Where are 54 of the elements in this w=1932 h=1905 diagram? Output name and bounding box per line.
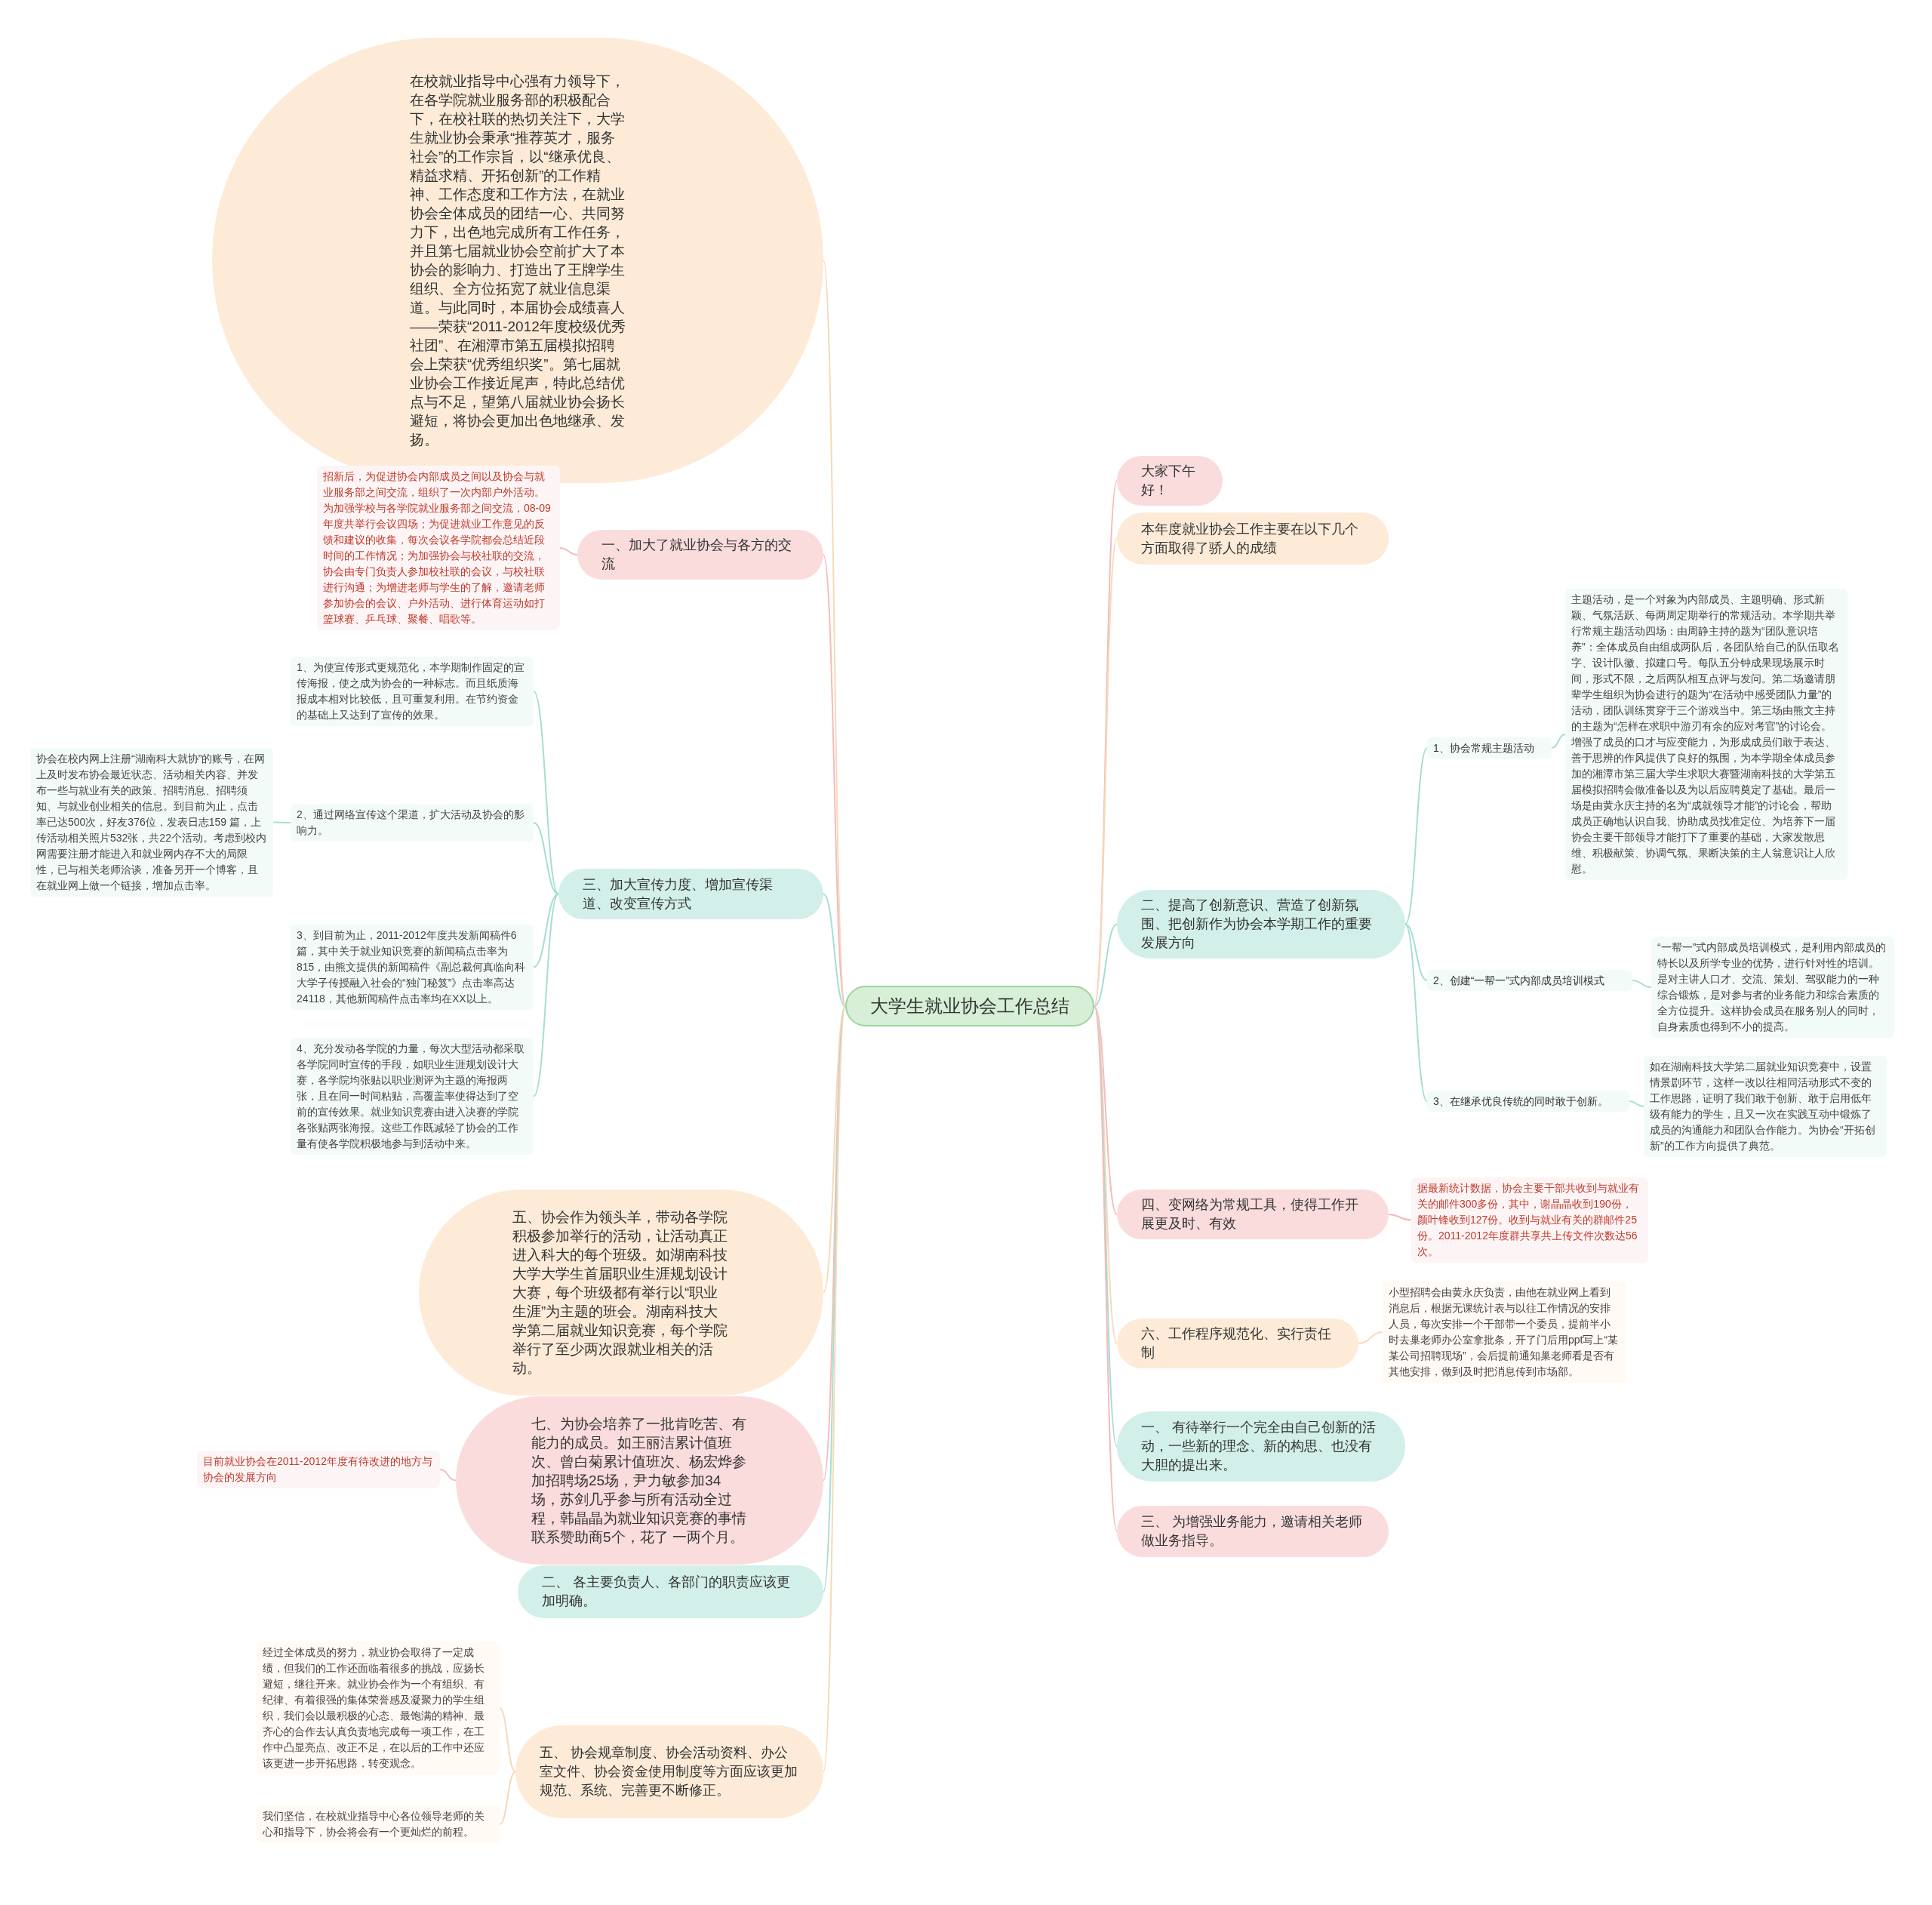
note-text: 2、通过网络宣传这个渠道，扩大活动及协会的影响力。 <box>291 804 534 842</box>
note-text: 我们坚信，在校就业指导中心各位领导老师的关心和指导下，协会将会有一个更灿烂的前程。 <box>257 1805 500 1843</box>
connector-line <box>1388 1214 1412 1221</box>
note-text: 协会在校内网上注册“湖南科大就协”的账号，在网上及时发布协会最近状态、活动相关内容、并发布一些与就业有关的政策、招聘消息、招聘须知、与就业创业相关的信息。到目前为止，点击率已达500次，好友376位，发表日志159 篇，上传活动相关照片532张，共22个活动。考虑到校内网需要注册才能进入和就业网内存不大的局限性，已与相关老师洽谈，准备另开一个博客，且在就业网上做一个链接，增加点击率。 <box>30 748 273 897</box>
connector-line <box>559 547 578 555</box>
note-text: “一帮一”式内部成员培训模式，是利用内部成员的特长以及所学专业的优势，进行针对性的培训。是对主讲人口才、交流、策划、驾驭能力的一种综合锻炼，是对参与者的业务能力和综合素质的全方位提升。这样协会成员在服务别人的同时，自身素质也得到不小的提高。 <box>1651 937 1894 1038</box>
connector-line <box>533 893 559 1097</box>
connector-line <box>1629 1100 1644 1107</box>
topic-bubble: 大家下午好！ <box>1117 456 1223 506</box>
connector-line <box>499 1771 516 1825</box>
note-text: 主题活动，是一个对象为内部成员、主题明确、形式新颖、气氛活跃、每两周定期举行的常规活动。本学期共举行常规主题活动四场：由周静主持的题为“团队意识培养”：全体成员自由组成两队后，各团队给自己的队伍取名字、设计队徽、拟建口号。每队五分钟成果现场展示时间，形式不限，之后两队相互点评与发问。第二场邀请朋辈学生组织为协会进行的题为“在活动中感受团队力量”的活动，团队训练贯穿于三个游戏当中。第三场由熊文主持的主题为“怎样在求职中游刃有余的应对考官”的讨论会。增强了成员的口才与应变能力，为形成成员们敢于表达、善于思辨的作风提供了良好的氛围，为本学期全体成员参加的湘潭市第三届大学生求职大赛暨湖南科技的大学第五届模拟招聘会做准备以及为以后应聘奠定了基础。最后一场是由黄永庆主持的名为“成就领导才能”的讨论会，帮助成员正确地认识自我、协助成员找准定位、为培养下一届协会主要干部领导才能打下了重要的基础，大家发散思维、积极献策、协调气氛、果断决策的主人翁意识让人欣慰。 <box>1565 589 1847 880</box>
connector-line <box>533 822 559 895</box>
subtopic-label: 1、协会常规主题活动 <box>1427 737 1552 759</box>
connector-line <box>1404 923 1428 981</box>
note-text: 如在湖南科技大学第二届就业知识竞赛中，设置情景剧环节，这样一改以往相同活动形式不变的工作思路，证明了我们敢于创新、敢于启用低年级有能力的学生，且又一次在实践互动中锻炼了成员的沟通能力和团队合作能力。为协会“开拓创新”的工作方向提供了典范。 <box>1644 1056 1887 1157</box>
note-text: 据最新统计数据，协会主要干部共收到与就业有关的邮件300多份，其中，谢晶晶收到190份，颜叶锋收到127份。收到与就业有关的群邮件25份。2011-2012年度群共享共上传文件次数达56次。 <box>1411 1177 1648 1263</box>
connector-line <box>533 691 559 895</box>
connector-line <box>823 893 846 1007</box>
connector-line <box>1632 980 1652 988</box>
topic-bubble: 七、为协会培养了一批肯吃苦、有能力的成员。如王丽洁累计值班次、曾白菊累计值班次、杨宏烨参加招聘场25场，尹力敏参加34场，苏剑几乎参与所有活动全过程，韩晶晶为就业知识竞赛的事情联系赞助商5个，花了 一两个月。 <box>456 1396 823 1565</box>
topic-bubble: 五、 协会规章制度、协会活动资料、办公室文件、协会资金使用制度等方面应该更加规范、系统、完善更不断修正。 <box>515 1725 823 1818</box>
connector-line <box>1551 734 1566 749</box>
topic-bubble: 二、提高了创新意识、营造了创新氛围、把创新作为协会本学期工作的重要发展方向 <box>1117 890 1405 959</box>
topic-bubble: 三、 为增强业务能力，邀请相关老师做业务指导。 <box>1117 1506 1389 1557</box>
connector-line <box>823 1005 846 1294</box>
topic-bubble: 二、 各主要负责人、各部门的职责应该更加明确。 <box>518 1565 823 1618</box>
note-text: 3、到目前为止，2011-2012年度共发新闻稿件6篇，其中关于就业知识竞赛的新闻稿点击率为815，由熊文提供的新闻稿件《副总裁何真临向科大学子传授融入社会的“独门秘笈”》点击率高达24118，其他新闻稿件点击率均在XX以上。 <box>291 925 534 1010</box>
connector-line <box>533 893 559 968</box>
topic-bubble: 一、加大了就业协会与各方的交流 <box>577 530 823 580</box>
topic-bubble: 一、 有待举行一个完全由自己创新的活动，一些新的理念、新的构思、也没有大胆的提出来。 <box>1117 1411 1405 1482</box>
connector-line <box>1094 1005 1118 1215</box>
topic-bubble: 六、工作程序规范化、实行责任制 <box>1117 1319 1358 1368</box>
topic-bubble: 本年度就业协会工作主要在以下几个方面取得了骄人的成绩 <box>1117 512 1389 565</box>
note-text: 1、为使宣传形式更规范化，本学期制作固定的宣传海报，使之成为协会的一种标志。而且纸质海报成本相对比较低，且可重复利用。在节约资金的基础上又达到了宣传的效果。 <box>291 657 534 726</box>
connector-line <box>1094 1005 1118 1344</box>
connector-line <box>499 1707 516 1773</box>
subtopic-label: 2、创建“一帮一”式内部成员培训模式 <box>1427 970 1632 991</box>
topic-bubble: 四、变网络为常规工具，使得工作开展更及时、有效 <box>1117 1189 1389 1239</box>
note-text: 招新后，为促进协会内部成员之间以及协会与就业服务部之间交流，组织了一次内部户外活动。为加强学校与各学院就业服务部之间交流，08-09年度共举行会议四场；为促进就业工作意见的反馈和建议的收集，每次会议各学院都会总结近段时间的工作情况；为加强协会与校社联的交流，协会由专门负责人参加校社联的会议，与校社联进行沟通；为增进老师与学生的了解，邀请老师参加协会的会议、户外活动、进行体育运动如打篮球赛、乒乓球、聚餐、唱歌等。 <box>317 466 560 630</box>
connector-line <box>1404 923 1428 1102</box>
topic-bubble: 三、加大宣传力度、增加宣传渠道、改变宣传方式 <box>558 869 823 919</box>
topic-bubble: 五、协会作为领头羊，带动各学院积极参加举行的活动，让活动真正进入科大的每个班级。如湖南科技大学大学生首届职业生涯规划设计大赛，每个班级都有举行以“职业生涯”为主题的班会。湖南科技大学第二届就业知识竞赛，每个学院举行了至少两次跟就业相关的活动。 <box>419 1189 823 1396</box>
connector-line <box>272 821 291 823</box>
connector-line <box>1404 747 1428 925</box>
central-topic: 大学生就业协会工作总结 <box>845 986 1094 1026</box>
note-text: 小型招聘会由黄永庆负责，由他在就业网上看到消息后，根据无课统计表与以往工作情况的安排人员，每次安排一个干部带一个委员，提前半小时去巢老师办公室拿批条，开了门后用ppt写上“某某公司招聘现场”，会后提前通知巢老师看是否有其他安排，做到及时把消息传到市场部。 <box>1383 1282 1626 1383</box>
note-text: 经过全体成员的努力，就业协会取得了一定成绩，但我们的工作还面临着很多的挑战，应扬长避短，继往开来。就业协会作为一个有组织、有纪律、有着很强的集体荣誉感及凝聚力的学生组织，我们会以最积极的心态、最饱满的精神、最齐心的合作去认真负责地完成每一项工作，在工作中凸显亮点、改正不足，在以后的工作中还应该更进一步开拓思路，转变观念。 <box>257 1642 500 1774</box>
connector-line <box>1094 923 1118 1007</box>
connector-line <box>823 554 846 1007</box>
connector-line <box>1358 1331 1383 1344</box>
subtopic-label: 3、在继承优良传统的同时敢于创新。 <box>1427 1091 1629 1112</box>
note-text: 4、充分发动各学院的力量，每次大型活动都采取各学院同时宣传的手段，如职业生涯规划设计大赛，各学院均张贴以职业测评为主题的海报两张，且在同一时间粘贴，高覆盖率使得达到了空前的宣传效果。就业知识竞赛由进入决赛的学院各张贴两张海报。这些工作既减轻了协会的工作量有使各学院积极地参与到活动中来。 <box>291 1038 534 1155</box>
note-text: 目前就业协会在2011-2012年度有待改进的地方与协会的发展方向 <box>197 1451 440 1488</box>
connector-line <box>439 1469 457 1482</box>
